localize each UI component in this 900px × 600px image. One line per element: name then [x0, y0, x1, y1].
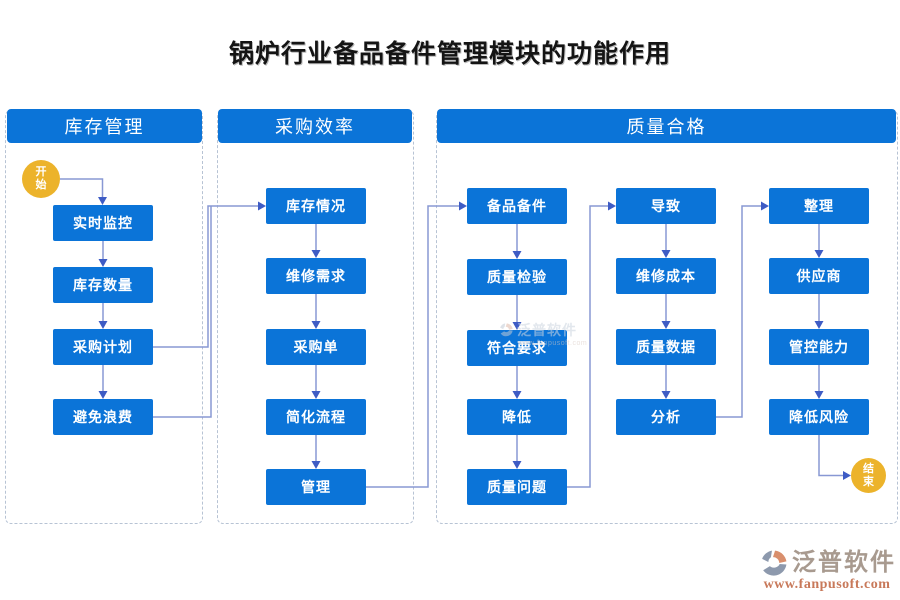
- panel-procurement-efficiency: [217, 110, 414, 524]
- end-label: 结束: [863, 462, 874, 488]
- node-reduce: 降低: [467, 399, 567, 435]
- node-analysis: 分析: [616, 399, 716, 435]
- node-repair-cost: 维修成本: [616, 258, 716, 294]
- node-inventory-status: 库存情况: [266, 188, 366, 224]
- node-control-ability: 管控能力: [769, 329, 869, 365]
- node-supplier: 供应商: [769, 258, 869, 294]
- header-inventory-management: 库存管理: [7, 109, 202, 143]
- node-avoid-waste: 避免浪费: [53, 399, 153, 435]
- page-title: 锅炉行业备品备件管理模块的功能作用: [228, 41, 671, 68]
- panel-quality-qualified: [436, 110, 898, 524]
- node-quality-data: 质量数据: [616, 329, 716, 365]
- fanpu-logo: 泛普软件 www.fanpusoft.com: [758, 548, 896, 593]
- node-organize: 整理: [769, 188, 869, 224]
- start-terminal: 开始: [22, 160, 60, 198]
- header-procurement-efficiency: 采购效率: [218, 109, 412, 143]
- node-quality-problems: 质量问题: [467, 469, 567, 505]
- logo-brand-text: 泛普软件: [792, 549, 896, 576]
- node-simplified-process: 简化流程: [266, 399, 366, 435]
- node-purchase-order: 采购单: [266, 329, 366, 365]
- node-repair-demand: 维修需求: [266, 258, 366, 294]
- end-terminal: 结束: [851, 458, 886, 493]
- logo-url-text: www.fanpusoft.com: [763, 577, 891, 592]
- fanpu-logo-icon: [762, 550, 787, 576]
- node-leads-to: 导致: [616, 188, 716, 224]
- node-spare-parts: 备品备件: [467, 188, 567, 224]
- node-management: 管理: [266, 469, 366, 505]
- node-meets-requirements: 符合要求: [467, 330, 567, 366]
- node-inventory-quantity: 库存数量: [53, 267, 153, 303]
- node-reduce-risk: 降低风险: [769, 399, 869, 435]
- node-procurement-plan: 采购计划: [53, 329, 153, 365]
- node-realtime-monitoring: 实时监控: [53, 205, 153, 241]
- node-quality-inspection: 质量检验: [467, 259, 567, 295]
- header-quality-qualified: 质量合格: [437, 109, 896, 143]
- start-label: 开始: [35, 166, 47, 191]
